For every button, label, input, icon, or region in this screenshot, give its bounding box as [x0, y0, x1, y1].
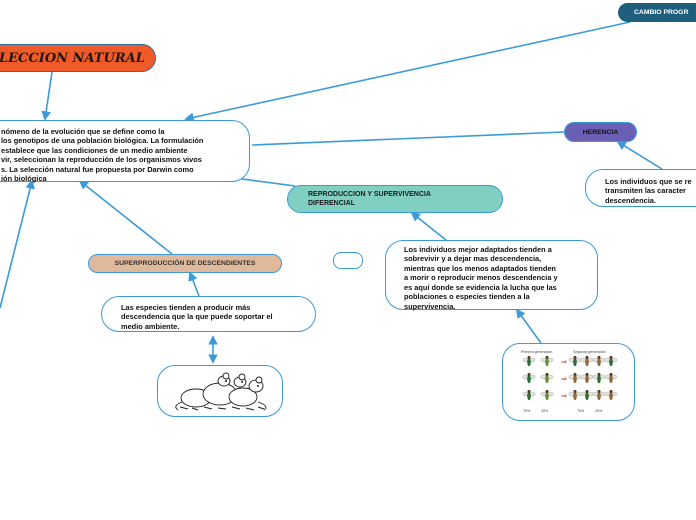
heredan-line: transmiten las caracter [605, 186, 686, 196]
fly-icon [522, 372, 536, 384]
definition-line: los genotipos de una población biológica… [1, 136, 204, 146]
mice-image-node[interactable] [157, 365, 283, 417]
connector-left-definition [0, 179, 35, 309]
connector-cambio-definition [184, 21, 631, 123]
definition-line: vir, seleccionan la reproducción de los … [1, 155, 202, 165]
empty-node[interactable] [333, 252, 363, 269]
herencia-label: HERENCIA [582, 128, 619, 136]
fly-icon [592, 372, 606, 384]
connector-mejor-repro [410, 211, 447, 241]
fly-icon [522, 389, 536, 401]
main-topic-node[interactable]: LECCION NATURAL [0, 44, 156, 72]
fly-icon [568, 389, 582, 401]
main-topic-label: LECCION NATURAL [0, 50, 145, 66]
definition-line: ión biológica [1, 174, 47, 184]
flies-percent-label: 25% [541, 409, 549, 413]
reproduccion-node[interactable]: REPRODUCCION Y SUPERVIVENCIA DIFERENCIAL [287, 185, 503, 213]
connector-especies-superpro [188, 271, 200, 297]
mejor-adaptados-line: es aquí donde se evidencia la lucha que … [404, 282, 557, 292]
mejor-adaptados-line: Los individuos mejor adaptados tienden a [404, 245, 552, 254]
fly-icon [540, 389, 554, 401]
fly-icon [522, 355, 536, 367]
definition-node[interactable]: nómeno de la evolución que se define com… [0, 120, 250, 184]
definition-line: s. La selección natural fue propuesta po… [1, 164, 194, 174]
fly-icon [540, 372, 554, 384]
especies-node[interactable]: Las especies tienden a producir más desc… [101, 296, 316, 332]
fly-icon [568, 355, 582, 367]
flies-percent-label: 75% [577, 409, 585, 413]
definition-line: nómeno de la evolución que se define com… [1, 127, 165, 136]
flies-gen1-label: Primera generación [521, 350, 552, 354]
flies-percent-label: 25% [595, 409, 603, 413]
connector-flies-mejor [515, 308, 542, 344]
mice-illustration [175, 372, 267, 411]
connector-superpro-definition [78, 179, 173, 255]
mejor-adaptados-line: sobrevivir y a dejar mas descendencia, [404, 254, 542, 264]
fly-icon [580, 372, 594, 384]
especies-line: medio ambiente. [121, 321, 180, 331]
fly-icon [604, 355, 618, 367]
heredan-line: descendencia. [605, 195, 656, 205]
fly-icon [592, 355, 606, 367]
mejor-adaptados-node[interactable]: Los individuos mejor adaptados tienden a… [385, 240, 598, 311]
flies-illustration: Primera generación Segunda generación ⇒ ⇒… [521, 350, 618, 413]
arrow-icon: ⇒ [561, 376, 567, 383]
reproduccion-label-line-1: REPRODUCCION Y SUPERVIVENCIA [308, 190, 431, 198]
connector-heredan-herencia [616, 140, 663, 170]
fly-icon [592, 389, 606, 401]
connector-title-definition [41, 71, 53, 121]
reproduccion-label-line-2: DIFERENCIAL [308, 200, 356, 207]
arrow-icon: ⇒ [561, 359, 567, 366]
heredan-line: Los individuos que se re [605, 177, 692, 186]
mejor-adaptados-line: a morir o reproducir menos descendencia … [404, 273, 558, 283]
herencia-node[interactable]: HERENCIA [564, 122, 637, 142]
arrow-icon: ⇒ [561, 393, 567, 400]
definition-line: establece que las condiciones de un medi… [1, 145, 188, 155]
heredan-node[interactable]: Los individuos que se re transmiten las … [585, 169, 696, 207]
especies-line: descendencia que la que puede soportar e… [121, 312, 273, 322]
connector-repro-definition [241, 178, 296, 187]
fly-icon [580, 389, 594, 401]
connector-herencia-definition [251, 131, 565, 146]
fly-icon [568, 372, 582, 384]
superproduccion-node[interactable]: SUPERPRODUCCIÓN DE DESCENDIENTES [88, 254, 282, 273]
superproduccion-label: SUPERPRODUCCIÓN DE DESCENDIENTES [114, 260, 256, 267]
flies-percent-label: 75% [523, 409, 531, 413]
mejor-adaptados-line: supervivencia. [404, 301, 456, 311]
especies-line: Las especies tienden a producir más [121, 303, 251, 312]
flies-gen2-label: Segunda generación [573, 350, 606, 354]
cambio-node[interactable]: CAMBIO PROGR [618, 3, 696, 22]
mejor-adaptados-line: poblaciones o especies tienden a la [404, 292, 530, 302]
flies-image-node[interactable]: Primera generación Segunda generación ⇒ ⇒… [502, 343, 635, 421]
fly-icon [604, 372, 618, 384]
mejor-adaptados-line: mientras que los menos adaptados tienden [404, 263, 556, 273]
fly-icon [540, 355, 554, 367]
cambio-label: CAMBIO PROGR [634, 9, 689, 16]
fly-icon [604, 389, 618, 401]
fly-icon [580, 355, 594, 367]
